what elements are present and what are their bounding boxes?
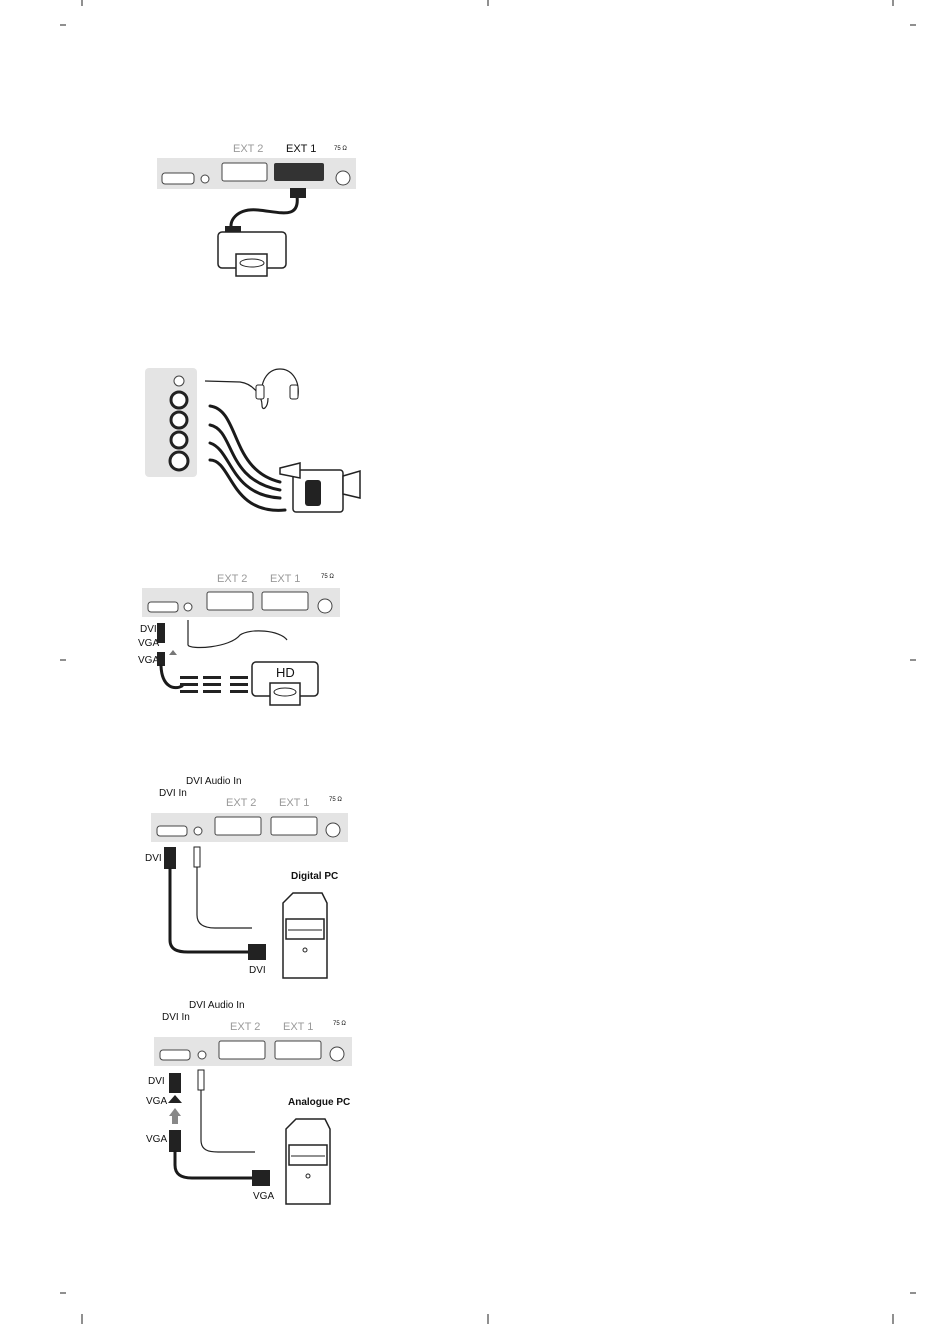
dvi-port <box>148 602 178 612</box>
vga-plug-pc <box>252 1170 270 1186</box>
scart-plug-top <box>290 188 306 198</box>
adapter-wedge-icon <box>168 1095 182 1103</box>
hd-device-label: HD <box>276 665 295 680</box>
dvi-audio-in-label: DVI Audio In <box>189 1000 245 1011</box>
audio-cable <box>201 1090 255 1152</box>
camcorder-cassette <box>305 480 321 506</box>
av-cables <box>210 406 285 510</box>
antenna-label: 75 Ω <box>333 1021 346 1027</box>
diagram-digital-pc: DVI In DVI Audio In EXT 2 EXT 1 75 Ω DVI… <box>145 776 348 978</box>
dvi-vga-adapter <box>169 1073 181 1093</box>
camcorder-viewfinder <box>280 463 300 478</box>
ext2-label: EXT 2 <box>230 1021 260 1033</box>
ext1-label: EXT 1 <box>279 797 309 809</box>
ext1-label: EXT 1 <box>283 1021 313 1033</box>
digital-pc-label: Digital PC <box>291 871 338 882</box>
audio-cable <box>197 867 252 928</box>
dvi-plug-pc <box>248 944 266 960</box>
headphone-cup-left <box>256 385 264 399</box>
ext2-scart-port <box>215 817 261 835</box>
rca-connectors <box>180 676 248 693</box>
dvi-port <box>160 1050 190 1060</box>
ext2-label: EXT 2 <box>217 573 247 585</box>
dvi-plug <box>164 847 176 869</box>
audio-jack <box>198 1051 206 1059</box>
ext2-scart-port <box>222 163 267 181</box>
headphone-jack <box>174 376 184 386</box>
disc-tray <box>270 683 300 705</box>
antenna-label: 75 Ω <box>334 146 347 152</box>
audio-jack <box>201 175 209 183</box>
dvi-port <box>157 826 187 836</box>
dvi-in-label: DVI In <box>162 1012 190 1023</box>
arrow-up-icon <box>169 650 177 655</box>
scart-cable <box>231 196 297 230</box>
headphone-cup-right <box>290 385 298 399</box>
vga-plug-label: VGA <box>138 655 159 666</box>
pc-drive-bay <box>289 1145 327 1165</box>
s-video-jack <box>170 452 188 470</box>
ext1-scart-port <box>271 817 317 835</box>
crop-marks <box>60 0 916 1324</box>
antenna-port <box>318 599 332 613</box>
dvi-adapter-label: DVI <box>140 624 157 635</box>
ext1-label: EXT 1 <box>286 143 316 155</box>
video-jack <box>171 432 187 448</box>
vga-adapter-label: VGA <box>146 1096 167 1107</box>
audio-cable <box>188 620 287 648</box>
dvi-pc-label: DVI <box>249 965 266 976</box>
dvi-in-label: DVI In <box>159 788 187 799</box>
audio-plug <box>198 1070 204 1090</box>
dvi-vga-adapter <box>157 623 165 643</box>
audio-jack <box>194 827 202 835</box>
antenna-label: 75 Ω <box>329 797 342 803</box>
dvi-adapter-label: DVI <box>148 1076 165 1087</box>
dvi-audio-in-label: DVI Audio In <box>186 776 242 787</box>
vga-pc-label: VGA <box>253 1191 274 1202</box>
camcorder-lens <box>343 471 360 498</box>
vga-adapter-label: VGA <box>138 638 159 649</box>
dvi-port <box>162 173 194 184</box>
vga-cable <box>175 1152 252 1178</box>
ext1-scart-port <box>275 1041 321 1059</box>
dvi-cable <box>170 869 248 952</box>
ext2-label: EXT 2 <box>233 143 263 155</box>
antenna-label: 75 Ω <box>321 574 334 580</box>
audio-plug <box>194 847 200 867</box>
arrow-up-icon <box>169 1108 181 1124</box>
audio-jack <box>184 603 192 611</box>
vga-plug <box>169 1130 181 1152</box>
analogue-pc-label: Analogue PC <box>288 1097 350 1108</box>
diagram-side-panel-camcorder <box>145 368 360 512</box>
ext2-label: EXT 2 <box>226 797 256 809</box>
ext1-scart-port <box>274 163 324 181</box>
antenna-port <box>326 823 340 837</box>
ext1-scart-port <box>262 592 308 610</box>
diagram-scart-recorder: EXT 2 EXT 1 75 Ω <box>157 143 356 276</box>
ext2-scart-port <box>219 1041 265 1059</box>
ext1-label: EXT 1 <box>270 573 300 585</box>
dvi-plug-label: DVI <box>145 853 162 864</box>
ext2-scart-port <box>207 592 253 610</box>
ypbpr-cable <box>161 666 182 688</box>
antenna-port <box>336 171 350 185</box>
vga-plug <box>157 652 165 666</box>
diagram-hd-device: EXT 2 EXT 1 75 Ω DVI VGA VGA HD <box>138 573 340 705</box>
diagram-analogue-pc: DVI In DVI Audio In EXT 2 EXT 1 75 Ω DVI… <box>146 1000 352 1204</box>
vga-plug-label: VGA <box>146 1134 167 1145</box>
audio-l-jack <box>171 392 187 408</box>
audio-r-jack <box>171 412 187 428</box>
antenna-port <box>330 1047 344 1061</box>
pc-drive-bay <box>286 919 324 939</box>
